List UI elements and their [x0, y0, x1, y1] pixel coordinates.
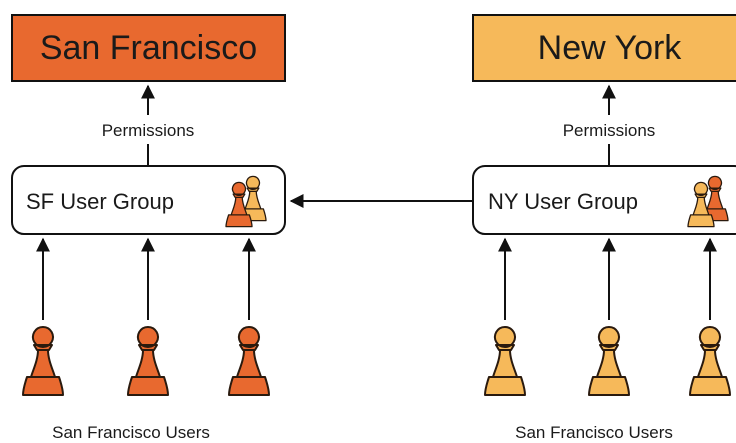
sf-user-group-label: SF User Group: [26, 189, 174, 214]
sf-permissions-label: Permissions: [102, 121, 195, 140]
region-san-francisco-label: San Francisco: [40, 29, 257, 67]
ny-permissions-label: Permissions: [563, 121, 656, 140]
user-pawn-icon: [588, 326, 630, 396]
sf-users-caption: San Francisco Users: [52, 423, 210, 442]
user-pawn-icon: [22, 326, 64, 396]
ny-user-group: NY User Group: [472, 165, 736, 235]
sf-permissions-connector: Permissions: [102, 84, 195, 166]
ny-user-group-label: NY User Group: [488, 189, 638, 214]
sf-user-group: SF User Group: [11, 165, 286, 235]
region-san-francisco: San Francisco: [11, 14, 286, 82]
user-pawn-icon: [228, 326, 270, 396]
ny-users: [484, 237, 731, 396]
region-new-york-label: New York: [538, 29, 683, 67]
region-new-york: New York: [472, 14, 736, 82]
user-pawn-icon: [484, 326, 526, 396]
user-pawn-icon: [127, 326, 169, 396]
sf-users: [22, 237, 270, 396]
ny-permissions-connector: Permissions: [563, 84, 656, 166]
ny-users-caption: San Francisco Users: [515, 423, 673, 442]
user-pawn-icon: [689, 326, 731, 396]
